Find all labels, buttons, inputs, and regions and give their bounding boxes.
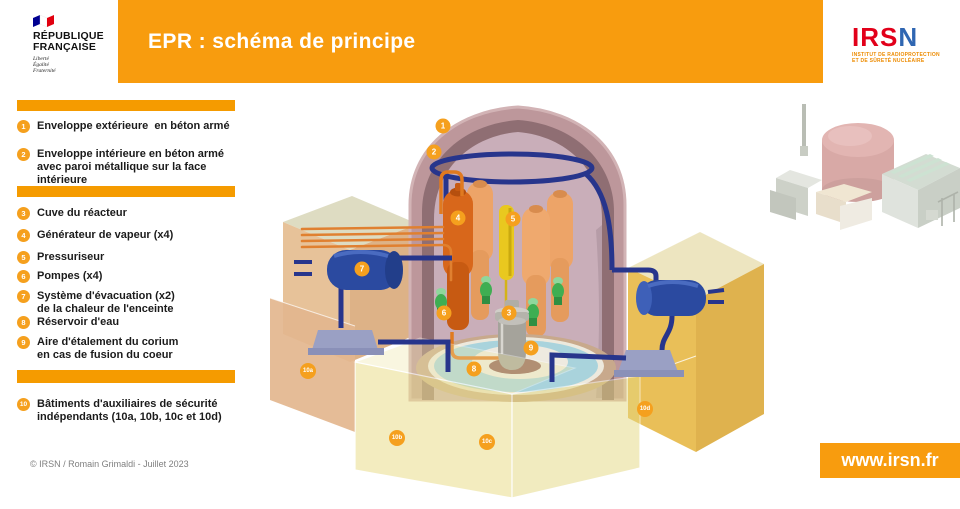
legend-text-4: Générateur de vapeur (x4) bbox=[37, 229, 174, 241]
marker-7: 7 bbox=[354, 261, 370, 277]
plant-overview-illustration bbox=[770, 104, 960, 230]
marker-10a: 10a bbox=[300, 363, 316, 379]
primary-loop-pipe bbox=[450, 332, 502, 360]
heat-removal-tank-left bbox=[294, 250, 452, 372]
legend-item-7: 7 Système d'évacuation (x2)de la chaleur… bbox=[17, 290, 242, 316]
title-banner: EPR : schéma de principe bbox=[118, 0, 823, 83]
page-title: EPR : schéma de principe bbox=[148, 29, 416, 53]
french-flag-icon bbox=[33, 15, 54, 28]
svg-text:3: 3 bbox=[507, 309, 512, 318]
chimney-stack bbox=[802, 104, 806, 148]
marker-8: 8 bbox=[466, 361, 482, 377]
legend-number-4: 4 bbox=[17, 229, 30, 242]
building-10d bbox=[628, 232, 764, 452]
pump-stand-right bbox=[618, 350, 678, 372]
legend-number-5: 5 bbox=[17, 251, 30, 264]
legend-text-5: Pressuriseur bbox=[37, 251, 105, 263]
steam-line-loop bbox=[439, 170, 464, 214]
svg-text:2: 2 bbox=[432, 148, 437, 157]
legend-number-8: 8 bbox=[17, 316, 30, 329]
legend-text-3: Cuve du réacteur bbox=[37, 207, 127, 219]
svg-text:8: 8 bbox=[472, 365, 477, 374]
heat-removal-tank-right bbox=[549, 280, 725, 382]
legend-number-7: 7 bbox=[17, 290, 30, 303]
irsn-acronym: IRSN bbox=[852, 22, 919, 52]
republique-francaise-logo: RÉPUBLIQUE FRANÇAISE Liberté Égalité Fra… bbox=[33, 15, 104, 74]
marker-10b: 10b bbox=[389, 430, 405, 446]
svg-text:9: 9 bbox=[529, 344, 534, 353]
svg-text:5: 5 bbox=[511, 215, 516, 224]
legend-item-3: 3 Cuve du réacteur bbox=[17, 207, 242, 220]
legend-item-8: 8 Réservoir d'eau bbox=[17, 316, 242, 329]
irsn-logo: IRSN INSTITUT DE RADIOPROTECTION ET DE S… bbox=[852, 24, 940, 65]
legend-text-6: Pompes (x4) bbox=[37, 270, 103, 282]
marker-5: 5 bbox=[505, 211, 521, 227]
republique-motto: Liberté Égalité Fraternité bbox=[33, 56, 56, 74]
svg-text:4: 4 bbox=[456, 214, 461, 223]
marker-6: 6 bbox=[436, 305, 452, 321]
building-10c bbox=[511, 355, 697, 499]
legend-item-5: 5 Pressuriseur bbox=[17, 251, 242, 264]
marker-1: 1 bbox=[435, 118, 451, 134]
epr-cutaway-diagram: 1 2 4 5 7 6 3 9 8 10a 10b 10c 10d bbox=[269, 105, 764, 499]
legend-number-6: 6 bbox=[17, 270, 30, 283]
svg-text:10d: 10d bbox=[640, 406, 651, 412]
legend-number-10: 10 bbox=[17, 398, 30, 411]
svg-text:10c: 10c bbox=[482, 439, 493, 445]
svg-text:10a: 10a bbox=[303, 368, 314, 374]
irsn-website-label: www.irsn.fr bbox=[841, 450, 939, 470]
marker-4: 4 bbox=[450, 210, 466, 226]
marker-9: 9 bbox=[523, 340, 539, 356]
marker-10d: 10d bbox=[637, 401, 653, 417]
legend-item-6: 6 Pompes (x4) bbox=[17, 270, 242, 283]
marker-10c: 10c bbox=[479, 434, 495, 450]
legend-item-1: 1 Enveloppe extérieure en béton armé bbox=[17, 120, 242, 133]
copyright-note: © IRSN / Romain Grimaldi - Juillet 2023 bbox=[30, 459, 189, 469]
legend-number-1: 1 bbox=[17, 120, 30, 133]
legend-separator-3 bbox=[17, 370, 235, 383]
marker-2: 2 bbox=[426, 144, 442, 160]
svg-text:6: 6 bbox=[442, 309, 447, 318]
irsn-website-link[interactable]: www.irsn.fr bbox=[820, 443, 960, 478]
legend-text-1: Enveloppe extérieure en béton armé bbox=[37, 120, 230, 132]
building-10b bbox=[353, 337, 577, 499]
pump-stand-left bbox=[312, 330, 378, 350]
legend-separator-2 bbox=[17, 186, 235, 197]
svg-text:7: 7 bbox=[360, 265, 365, 274]
steam-lines bbox=[300, 225, 453, 282]
legend-text-8: Réservoir d'eau bbox=[37, 316, 120, 328]
marker-3: 3 bbox=[501, 305, 517, 321]
turbine-hall bbox=[882, 154, 960, 228]
legend-number-9: 9 bbox=[17, 336, 30, 349]
legend-separator-1 bbox=[17, 100, 235, 111]
irsn-subtitle: INSTITUT DE RADIOPROTECTION ET DE SÛRETÉ… bbox=[852, 52, 940, 64]
legend-number-3: 3 bbox=[17, 207, 30, 220]
republique-name: RÉPUBLIQUE FRANÇAISE bbox=[33, 30, 104, 53]
legend-number-2: 2 bbox=[17, 148, 30, 161]
svg-text:1: 1 bbox=[441, 122, 446, 131]
svg-text:10b: 10b bbox=[392, 435, 403, 441]
legend-text-7: Système d'évacuation (x2)de la chaleur d… bbox=[37, 290, 175, 315]
legend-item-4: 4 Générateur de vapeur (x4) bbox=[17, 229, 242, 242]
reactor-coolant-pumps bbox=[435, 276, 564, 326]
